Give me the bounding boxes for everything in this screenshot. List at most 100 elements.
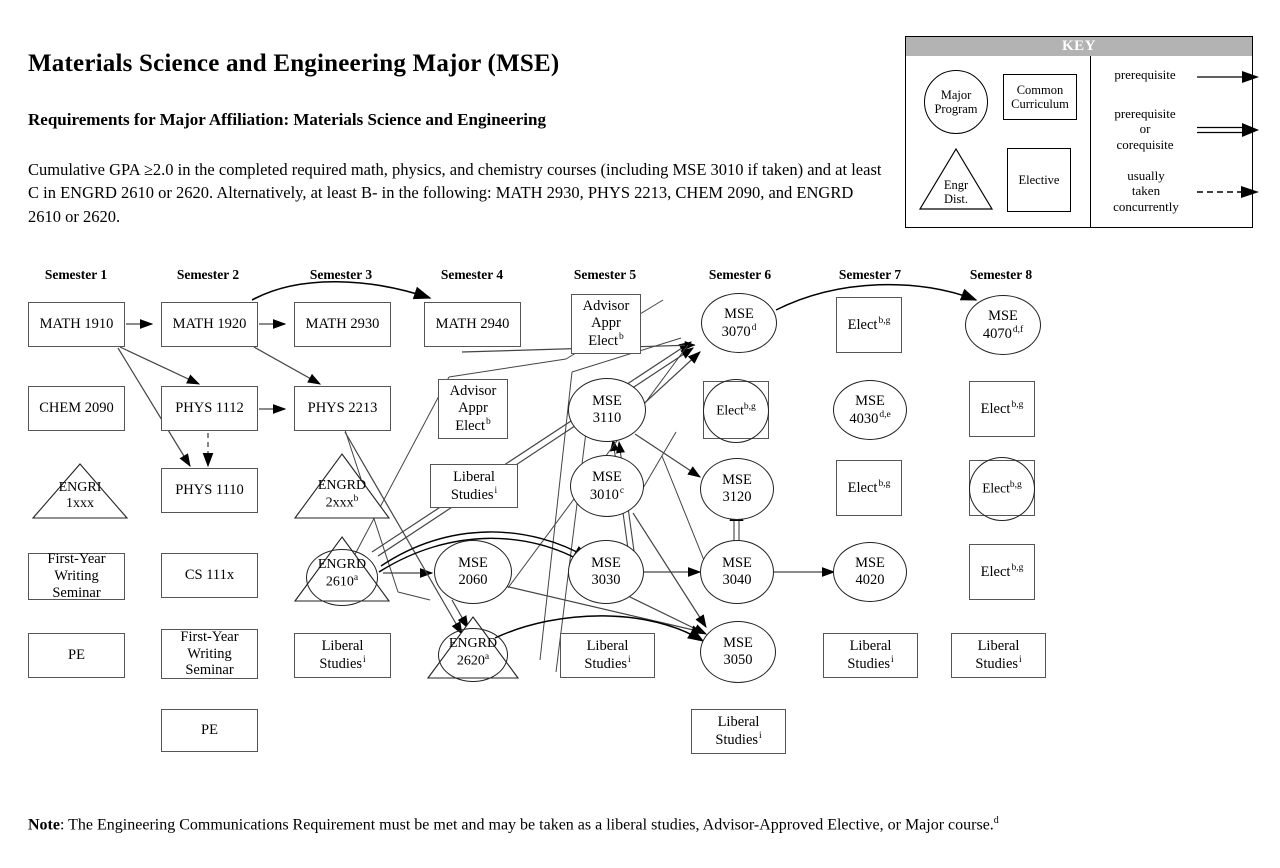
node-mse4030-sup: d,e <box>879 409 891 420</box>
node-phys1112-label: PHYS 1112 <box>175 400 244 417</box>
node-pe2[interactable]: PE <box>161 709 258 752</box>
semester-header-4: Semester 4 <box>440 267 504 282</box>
node-engrd2620-sup: a <box>484 652 490 663</box>
node-cs111x[interactable]: CS 111x <box>161 553 258 598</box>
node-engrd2xxx-sup: b <box>353 494 359 505</box>
node-elect8b[interactable]: Electb,g <box>969 457 1035 521</box>
key-title: KEY <box>906 37 1252 56</box>
node-libstud5-sup: i <box>628 655 631 666</box>
node-elect8b-sup: b,g <box>1009 479 1022 490</box>
node-elect7b-sup: b,g <box>878 479 891 490</box>
node-libstud4-sup: i <box>494 485 498 496</box>
node-phys2213-label: PHYS 2213 <box>307 400 378 417</box>
node-phys2213[interactable]: PHYS 2213 <box>294 386 391 431</box>
double-arrow-icon <box>1197 123 1259 137</box>
node-elect8b-label: Elect <box>982 480 1010 496</box>
node-math2930[interactable]: MATH 2930 <box>294 302 391 347</box>
node-phys1110[interactable]: PHYS 1110 <box>161 468 258 513</box>
circle-overlay-icon <box>438 628 508 682</box>
node-engrd2610-sup: a <box>353 573 359 584</box>
node-elect6[interactable]: Electb,g <box>703 379 769 443</box>
footnote-note: Note: The Engineering Communications Req… <box>28 815 999 834</box>
circle-overlay-icon <box>306 549 378 606</box>
node-pe1-label: PE <box>68 647 85 664</box>
node-libstud3-sup: i <box>363 655 366 666</box>
node-pe1[interactable]: PE <box>28 633 125 678</box>
semester-header-7: Semester 7 <box>838 267 902 282</box>
node-math2940-label: MATH 2940 <box>435 316 510 333</box>
node-math1910-label: MATH 1910 <box>39 316 114 333</box>
node-elect7b[interactable]: Electb,g <box>836 460 902 516</box>
semester-header-6: Semester 6 <box>708 267 772 282</box>
node-elect8c-sup: b,g <box>1011 563 1024 574</box>
key-shape-elective: Elective <box>1007 148 1071 212</box>
circle-overlay-icon <box>703 379 769 443</box>
node-math2940[interactable]: MATH 2940 <box>424 302 521 347</box>
node-phys1112[interactable]: PHYS 1112 <box>161 386 258 431</box>
key-shape-elective-label: Elective <box>1018 173 1060 187</box>
semester-header-8: Semester 8 <box>969 267 1033 282</box>
node-cs111x-label: CS 111x <box>184 567 235 584</box>
solid-arrow-icon <box>1197 71 1259 83</box>
node-elect8a[interactable]: Electb,g <box>969 381 1035 437</box>
node-math1920[interactable]: MATH 1920 <box>161 302 258 347</box>
node-math1910[interactable]: MATH 1910 <box>28 302 125 347</box>
note-label: Note <box>28 816 60 834</box>
node-advelect4-sup: b <box>486 416 491 427</box>
node-elect7a[interactable]: Electb,g <box>836 297 902 353</box>
node-chem2090-label: CHEM 2090 <box>39 400 114 417</box>
node-mse3070-sup: d <box>751 322 757 333</box>
node-libstud7-sup: i <box>891 655 894 666</box>
node-elect8c[interactable]: Electb,g <box>969 544 1035 600</box>
node-pe2-label: PE <box>201 722 218 739</box>
node-elect8a-sup: b,g <box>1011 400 1024 411</box>
key-legend-prerequisite-label: prerequisite <box>1114 67 1176 82</box>
note-text: : The Engineering Communications Require… <box>59 816 994 834</box>
semester-header-2: Semester 2 <box>176 267 240 282</box>
node-chem2090[interactable]: CHEM 2090 <box>28 386 125 431</box>
node-mse3010-sup: c <box>619 485 625 496</box>
